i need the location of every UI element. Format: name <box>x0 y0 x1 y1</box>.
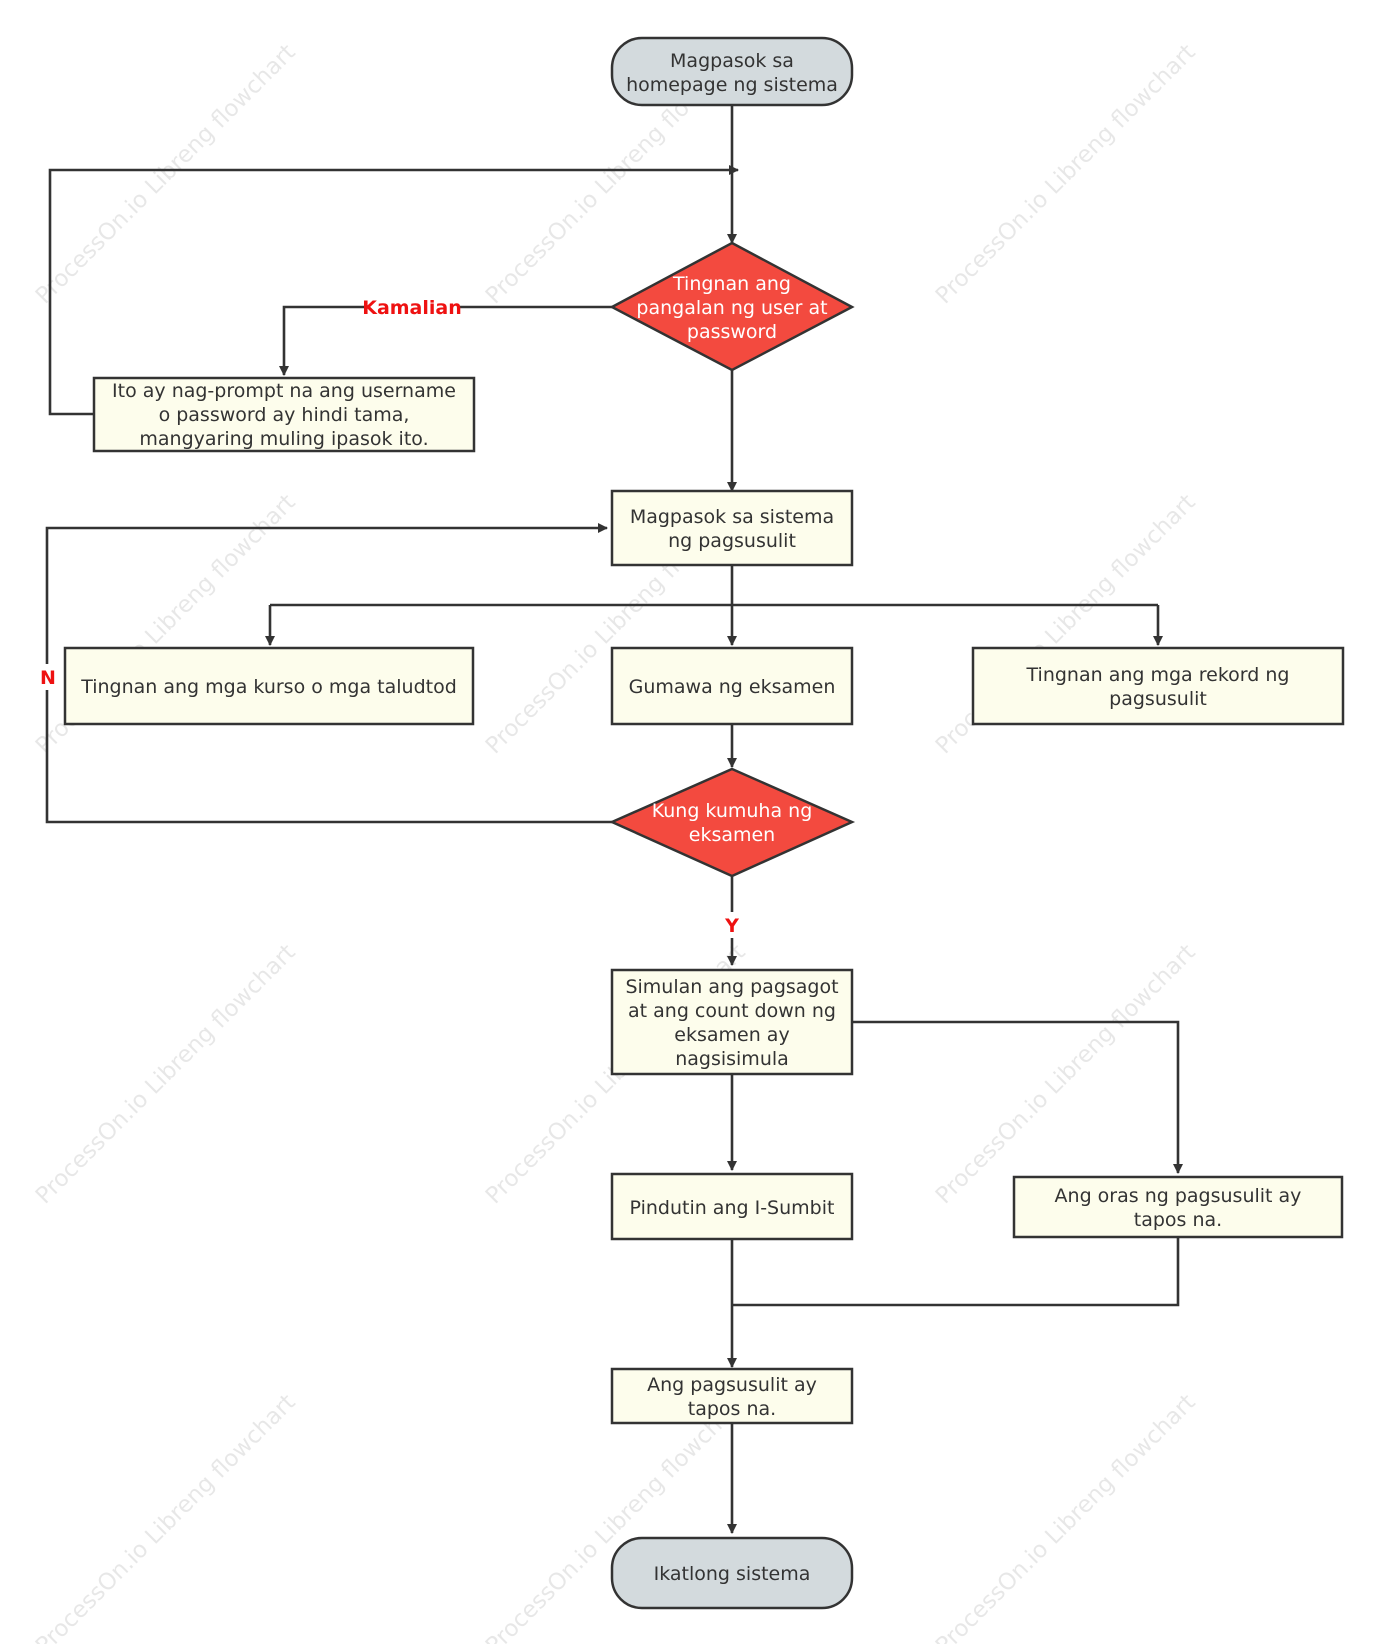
node-label-line: Ang oras ng pagsusulit ay <box>1055 1185 1302 1207</box>
connector-time-up-merge <box>732 1238 1180 1307</box>
node-label-line: password <box>687 321 777 343</box>
node-label-line: Tingnan ang <box>672 273 791 295</box>
view-courses-box-label: Tingnan ang mga kurso o mga taludtod <box>80 676 457 698</box>
node-label-line: ng pagsusulit <box>668 530 796 552</box>
make-exam-box <box>610 646 854 726</box>
node-label-line: mangyaring muling ipasok ito. <box>139 428 428 450</box>
took-exam-decision <box>608 767 856 878</box>
end-terminal-label: Ikatlong sistema <box>654 1563 811 1585</box>
connectors <box>45 106 1183 1534</box>
start-answer-box <box>610 968 854 1076</box>
node-label-line: homepage ng sistema <box>626 74 838 96</box>
node-label-line: Ito ay nag-prompt na ang username <box>112 380 456 402</box>
end-terminal <box>610 1536 854 1610</box>
node-label-line: Gumawa ng eksamen <box>629 676 836 698</box>
watermark: ProcessOn.io Libreng flowchart <box>31 939 301 1209</box>
node-label-line: Tingnan ang mga kurso o mga taludtod <box>80 676 457 698</box>
connector-start-answer-to-time-up <box>853 1020 1183 1174</box>
node-label-line: at ang count down ng <box>628 1000 836 1022</box>
watermark: ProcessOn.io Libreng flowchart <box>931 939 1201 1209</box>
edge-label-bg <box>37 664 59 690</box>
node-label-line: Pindutin ang I-Sumbit <box>630 1197 835 1219</box>
connector-check-to-error <box>279 305 612 376</box>
make-exam-box-label: Gumawa ng eksamen <box>629 676 836 698</box>
node-label-line: pagsusulit <box>1109 688 1207 710</box>
connector-error-loop-back <box>48 165 739 416</box>
node-label-line: eksamen ay <box>674 1024 789 1046</box>
node-label-line: Kung kumuha ng <box>652 800 813 822</box>
node-label-line: o password ay hindi tama, <box>159 404 410 426</box>
node-label-line: Magpasok sa sistema <box>630 506 834 528</box>
submit-box-label: Pindutin ang I-Sumbit <box>630 1197 835 1219</box>
watermark: ProcessOn.io Libreng flowchart <box>931 1389 1201 1644</box>
edge-label-no: N <box>40 667 56 689</box>
node-label-line: eksamen <box>689 824 775 846</box>
node-label-line: tapos na. <box>688 1398 776 1420</box>
watermark: ProcessOn.io Libreng flowchart <box>31 39 301 309</box>
node-label-line: Ikatlong sistema <box>654 1563 811 1585</box>
submit-box <box>610 1172 854 1241</box>
node-label-line: Simulan ang pagsagot <box>625 976 838 998</box>
edge-labels: Kamalian N Y <box>37 294 743 938</box>
node-label-line: Tingnan ang mga rekord ng <box>1026 664 1290 686</box>
exam-system-box <box>610 489 854 567</box>
start-terminal <box>610 36 854 107</box>
login-error-box <box>92 376 476 453</box>
node-label-line: nagsisimula <box>675 1048 789 1070</box>
time-up-box <box>1012 1175 1344 1239</box>
node-label-line: Ang pagsusulit ay <box>647 1374 817 1396</box>
node-label-line: tapos na. <box>1134 1209 1222 1231</box>
node-label-line: pangalan ng user at <box>636 297 827 319</box>
edge-label-bg <box>364 294 460 320</box>
view-records-box <box>971 646 1345 726</box>
watermark: ProcessOn.io Libreng flowchart <box>31 1389 301 1644</box>
watermark: ProcessOn.io Libreng flowchart <box>931 39 1201 309</box>
edge-label-bg <box>721 912 743 938</box>
edge-label-wrong: Kamalian <box>362 297 462 319</box>
view-courses-box <box>63 646 475 726</box>
exam-done-box <box>610 1367 854 1425</box>
node-label-line: Magpasok sa <box>670 50 794 72</box>
edge-label-yes: Y <box>724 915 739 937</box>
check-login-decision <box>609 241 855 372</box>
